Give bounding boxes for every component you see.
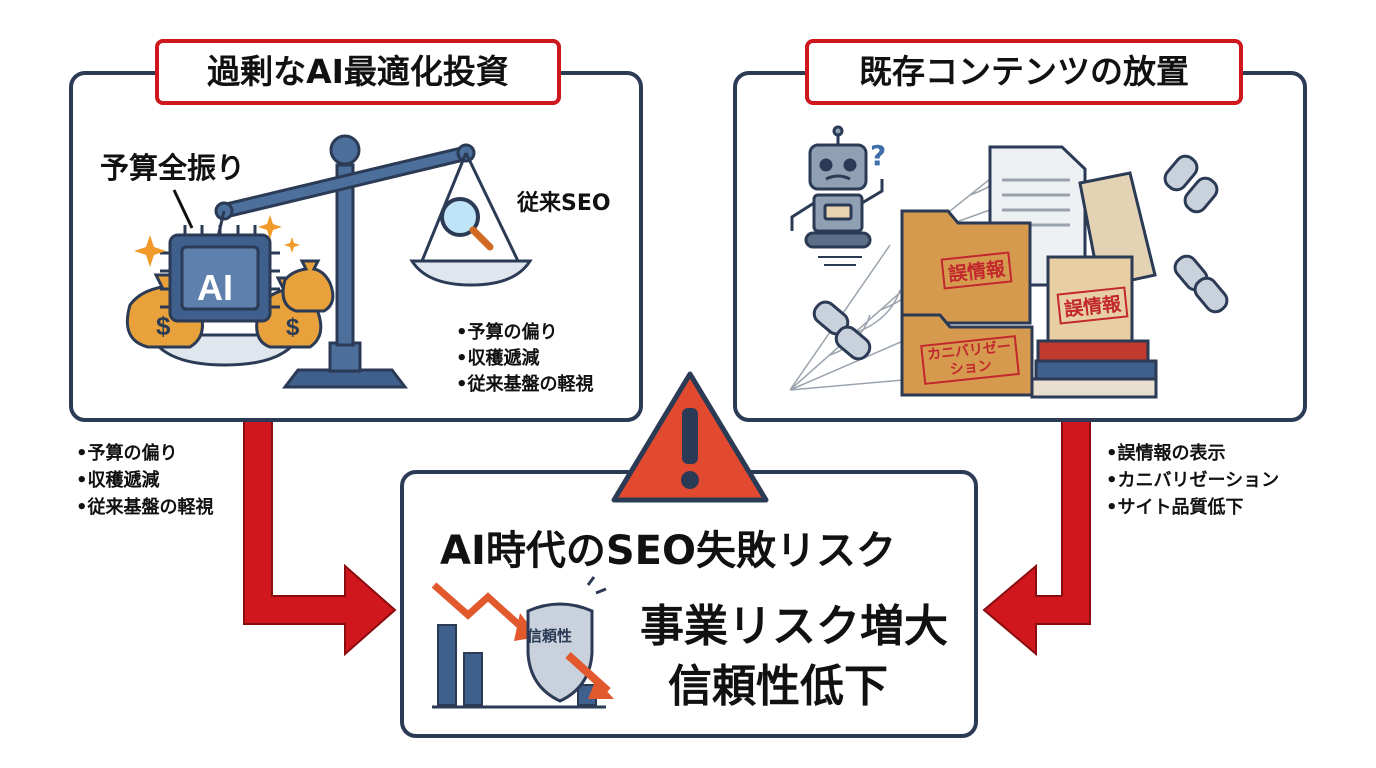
left-arrow-bullets: •予算の偏り •収穫遞減 •従来基盤の軽視 — [76, 440, 214, 521]
list-item: •予算の偏り — [456, 322, 558, 343]
result-line-1: 事業リスク増大 — [640, 601, 948, 652]
list-item: •サイト品質低下 — [1106, 497, 1244, 518]
result-line-2: 信頼性低下 — [668, 661, 888, 712]
svg-text:$: $ — [156, 311, 171, 341]
shield-label: 信頼性 — [527, 627, 573, 645]
list-item: •従来基盤の軽視 — [76, 497, 214, 518]
left-panel-title: 過剰なAI最適化投資 — [155, 39, 561, 105]
ai-chip-label: AI — [197, 267, 233, 308]
right-panel-title: 既存コンテンツの放置 — [805, 39, 1243, 105]
traditional-seo-pan-label: 従来SEO — [517, 191, 611, 216]
list-item: •収穫遞減 — [456, 348, 540, 369]
svg-text:$: $ — [286, 314, 300, 341]
list-item: •予算の偏り — [76, 443, 178, 464]
list-item: •収穫遞減 — [76, 470, 160, 491]
list-item: •誤情報の表示 — [1106, 443, 1226, 464]
balance-scale-icon: $ $ — [125, 134, 533, 389]
center-title: AI時代のSEO失敗リスク — [440, 528, 896, 574]
left-panel-bullets: •予算の偏り •収穫遞減 •従来基盤の軽視 — [456, 320, 594, 398]
callout-line — [172, 189, 194, 229]
decline-chart-shield-icon — [431, 576, 614, 709]
budget-callout-label: 予算全振り — [100, 151, 246, 185]
neglected-content-illustration: ? — [789, 125, 1229, 399]
warning-triangle-icon — [611, 371, 769, 503]
right-arrow-bullets: •誤情報の表示 •カニバリゼーション •サイト品質低下 — [1106, 440, 1279, 521]
svg-text:?: ? — [870, 139, 886, 172]
list-item: •従来基盤の軽視 — [456, 374, 594, 395]
list-item: •カニバリゼーション — [1106, 470, 1280, 491]
